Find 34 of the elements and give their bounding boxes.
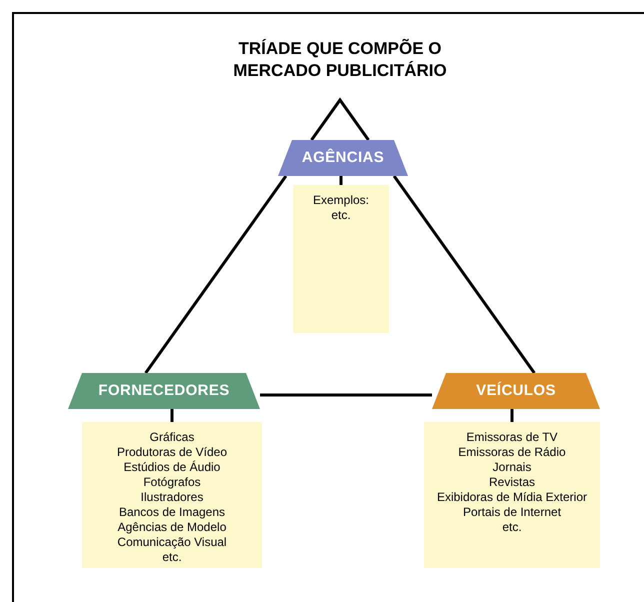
list-item: Portais de Internet <box>462 505 562 520</box>
tier-trapezoid <box>278 140 408 176</box>
list-item: etc. <box>162 550 182 565</box>
connector-line <box>392 175 536 374</box>
list-item: Bancos de Imagens <box>118 505 226 520</box>
list-item: Exibidoras de Mídia Exterior <box>436 490 588 505</box>
connector-line <box>510 409 514 422</box>
list-item: Emissoras de Rádio <box>458 445 566 460</box>
list-item: Agências de Modelo <box>118 520 226 535</box>
examples-box <box>82 422 262 568</box>
list-item: Revistas <box>488 475 535 490</box>
tier-trapezoid <box>68 373 260 409</box>
list-item: Ilustradores <box>140 490 204 505</box>
list-item: Exemplos: <box>312 193 370 208</box>
title: TRÍADE QUE COMPÕE O MERCADO PUBLICITÁRIO <box>232 38 448 82</box>
list-item: Gráficas <box>150 430 194 445</box>
examples-box <box>293 185 389 333</box>
tier-label: FORNECEDORES <box>98 380 230 401</box>
list-item: Comunicação Visual <box>117 535 227 550</box>
list-item: Jornais <box>492 460 532 475</box>
connector-line <box>260 394 432 396</box>
connector-line <box>340 176 342 185</box>
connector-line <box>144 175 288 374</box>
list-item: etc. <box>502 520 522 535</box>
connector-line <box>170 409 174 422</box>
list-item: Fotógrafos <box>143 475 201 490</box>
tier-label: AGÊNCIAS <box>302 148 384 168</box>
list-item: Emissoras de TV <box>466 430 558 445</box>
tier-trapezoid <box>432 373 600 409</box>
list-item: etc. <box>331 208 351 223</box>
list-item: Produtoras de Vídeo <box>116 445 228 460</box>
examples-box <box>424 422 600 568</box>
tier-label: VEÍCULOS <box>476 380 556 401</box>
list-item: Estúdios de Áudio <box>124 460 220 475</box>
